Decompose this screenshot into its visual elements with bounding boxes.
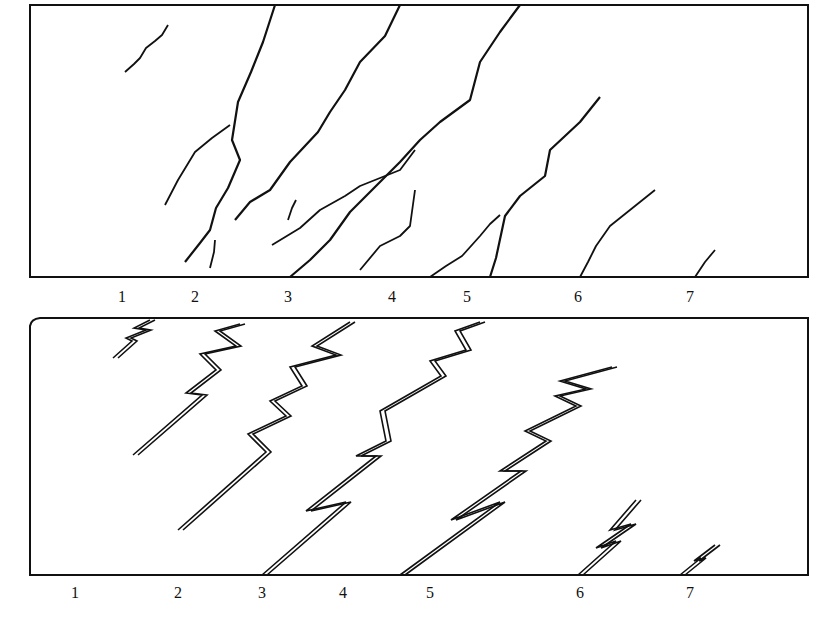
callout-number: 4 [339,585,347,601]
callout-number: 1 [118,289,126,305]
crack-lines [125,5,715,277]
callout-number: 2 [174,585,182,601]
callout-number: 5 [463,289,471,305]
beam-outline [30,318,808,575]
crack-zigzags [113,320,720,575]
callout-number: 6 [576,585,584,601]
callout-number: 3 [284,289,292,305]
callout-number: 3 [258,585,266,601]
callout-number: 7 [686,289,694,305]
callout-number: 1 [71,585,79,601]
beam-outline [30,5,808,277]
callout-number: 4 [388,289,396,305]
callout-number: 2 [191,289,199,305]
callout-number: 6 [574,289,582,305]
callout-number: 7 [686,585,694,601]
callout-number: 5 [426,585,434,601]
